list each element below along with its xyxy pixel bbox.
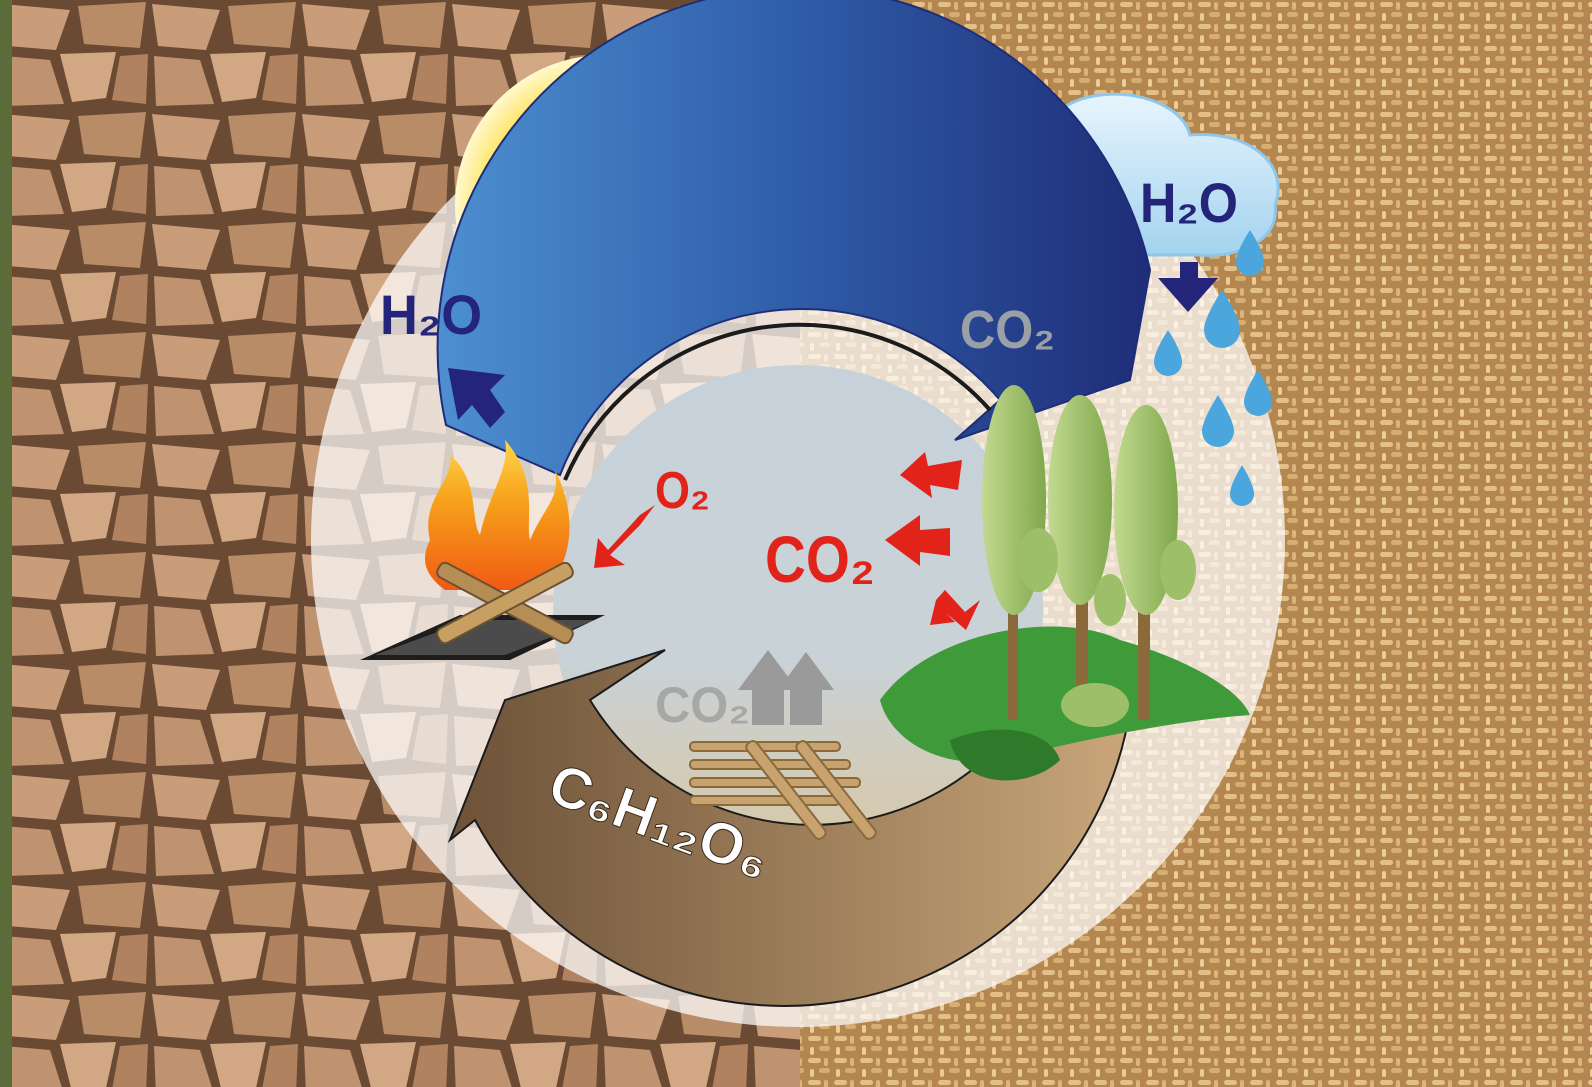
rain-drops-icon [1154,230,1272,506]
inner-cycle-line [563,322,992,481]
grey-up-arrows [738,650,834,725]
co2-red-label: CO₂ [765,522,875,596]
ground-shadow [950,729,1060,781]
co2-top-label: CO₂ [960,300,1055,360]
blue-cycle-arrow [436,0,1152,477]
co2-grey-label: CO₂ [655,677,750,733]
logs-icon [689,740,877,840]
evaporation-arrow [448,368,505,428]
h2o-left-label: H₂O [380,283,482,346]
trees-icon [982,385,1196,727]
o2-label: O₂ [655,462,710,520]
left-edge-strip [0,0,12,1087]
h2o-right-label: H₂O [1140,171,1238,234]
ground-patch [880,626,1250,762]
red-arrows [594,452,980,630]
brown-cycle-arrow [447,649,1132,1007]
rain-down-arrow [1158,262,1218,312]
fire-icon [360,440,605,660]
